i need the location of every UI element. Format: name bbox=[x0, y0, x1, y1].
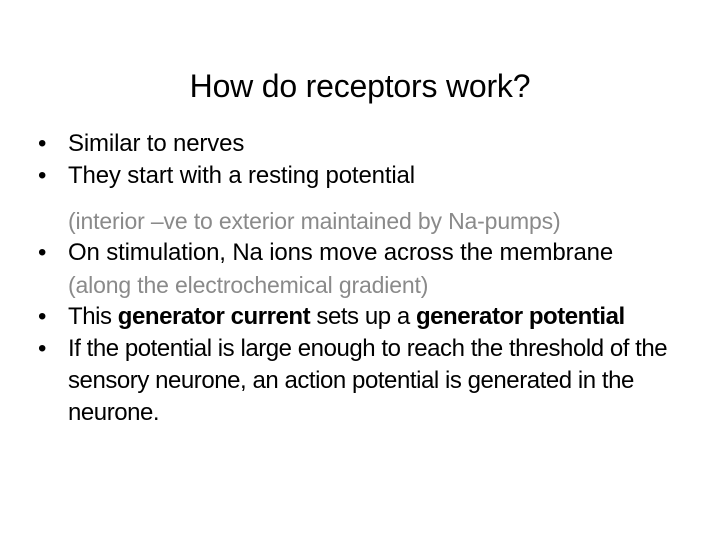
text-lead: This bbox=[68, 303, 118, 330]
bullet-icon: • bbox=[38, 130, 47, 157]
sub-note-na-pumps: (interior –ve to exterior maintained by … bbox=[68, 208, 561, 234]
bullet-icon: • bbox=[38, 303, 47, 330]
list-item-label: This generator current sets up a generat… bbox=[68, 301, 700, 333]
text-middle: sets up a bbox=[310, 303, 416, 330]
emphasis-generator-current: generator current bbox=[117, 303, 311, 330]
page-title: How do receptors work? bbox=[189, 68, 531, 105]
list-item-label: On stimulation, Na ions move across the … bbox=[68, 239, 614, 266]
list-item: • Similar to nerves bbox=[28, 128, 700, 160]
slide-body: • Similar to nerves • They start with a … bbox=[28, 128, 700, 429]
list-item: • If the potential is large enough to re… bbox=[28, 333, 700, 429]
sub-note-gradient: (along the electrochemical gradient) bbox=[68, 272, 429, 298]
list-item: • They start with a resting potential bbox=[28, 160, 700, 192]
list-item-label: Similar to nerves bbox=[68, 130, 245, 157]
emphasis-generator-potential: generator potential bbox=[415, 303, 625, 330]
bullet-icon: • bbox=[38, 239, 47, 266]
list-item-label: If the potential is large enough to reac… bbox=[68, 335, 668, 426]
bullet-icon: • bbox=[38, 335, 47, 362]
list-item: • This generator current sets up a gener… bbox=[28, 301, 700, 333]
list-item: • On stimulation, Na ions move across th… bbox=[28, 237, 700, 269]
list-item-label: They start with a resting potential bbox=[68, 162, 415, 189]
bullet-icon: • bbox=[38, 162, 47, 189]
